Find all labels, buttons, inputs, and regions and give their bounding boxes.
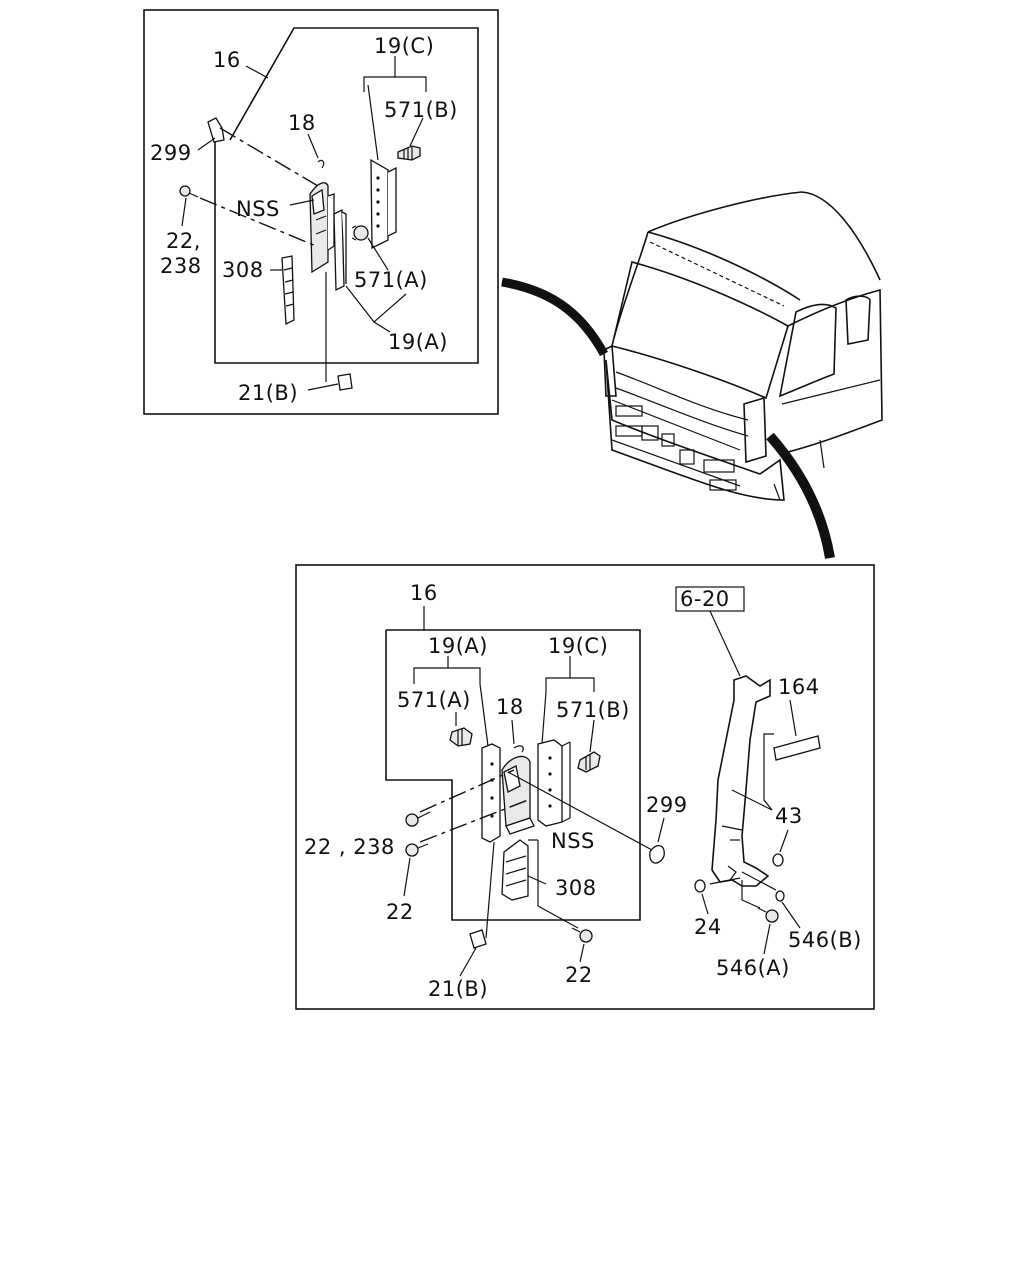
label-43: 43 (775, 804, 803, 828)
lens-308 (281, 255, 295, 326)
label-6-20: 6-20 (680, 587, 730, 611)
bottom-main-panel: 16 19(A) 19(C) 571(A) 18 571(B) 299 22 ,… (295, 564, 875, 1010)
label-19c: 19(C) (374, 34, 434, 58)
top-inset-panel: 16 19(C) 571(B) 18 299 NSS 22, 238 308 5… (143, 9, 499, 415)
screw-546a (757, 907, 779, 923)
label-18: 18 (496, 695, 524, 719)
label-19c: 19(C) (548, 634, 608, 658)
label-299: 299 (646, 793, 688, 817)
screw-22-bottom (571, 927, 593, 943)
label-22: 22, (166, 229, 201, 253)
label-21b: 21(B) (428, 977, 488, 1001)
label-19a: 19(A) (428, 634, 488, 658)
bulb-571b (577, 751, 601, 773)
screw-22 (179, 185, 199, 198)
bulb-571a (351, 225, 369, 241)
label-164: 164 (778, 675, 820, 699)
lamp-body-nss (309, 182, 335, 274)
label-546a: 546(A) (716, 956, 790, 980)
truck-cab-illustration (501, 191, 883, 559)
label-299: 299 (150, 141, 192, 165)
label-24: 24 (694, 915, 722, 939)
gasket-299 (649, 845, 665, 864)
screw-22-238 (405, 811, 431, 827)
socket-strip-19a (333, 208, 347, 292)
pillar-trim (711, 675, 771, 887)
bulb-571a (449, 727, 473, 747)
label-571a: 571(A) (354, 268, 428, 292)
label-571a: 571(A) (397, 688, 471, 712)
label-16: 16 (410, 581, 438, 605)
pad-164 (773, 735, 821, 761)
label-21b: 21(B) (238, 381, 298, 405)
label-308: 308 (222, 258, 264, 282)
clip-21b (469, 929, 487, 949)
label-nss: NSS (236, 197, 280, 221)
label-571b: 571(B) (556, 698, 630, 722)
label-571b: 571(B) (384, 98, 458, 122)
label-19a: 19(A) (388, 330, 448, 354)
socket-strip-19a (481, 743, 501, 843)
bulb-571b (397, 145, 421, 161)
label-308: 308 (555, 876, 597, 900)
screw-22 (405, 843, 429, 857)
clip-21b (337, 373, 353, 391)
label-22-238: 22 , 238 (304, 835, 395, 859)
label-22: 22 (386, 900, 414, 924)
lamp-body-nss (501, 755, 535, 835)
label-16: 16 (213, 48, 241, 72)
label-22-bottom: 22 (565, 963, 593, 987)
label-546b: 546(B) (788, 928, 862, 952)
socket-strip-19c (370, 158, 397, 250)
lens-308 (501, 839, 529, 901)
label-18: 18 (288, 111, 316, 135)
label-nss: NSS (551, 829, 595, 853)
socket-strip-19c (537, 739, 571, 827)
label-238: 238 (160, 254, 202, 278)
clip-299 (207, 117, 225, 143)
